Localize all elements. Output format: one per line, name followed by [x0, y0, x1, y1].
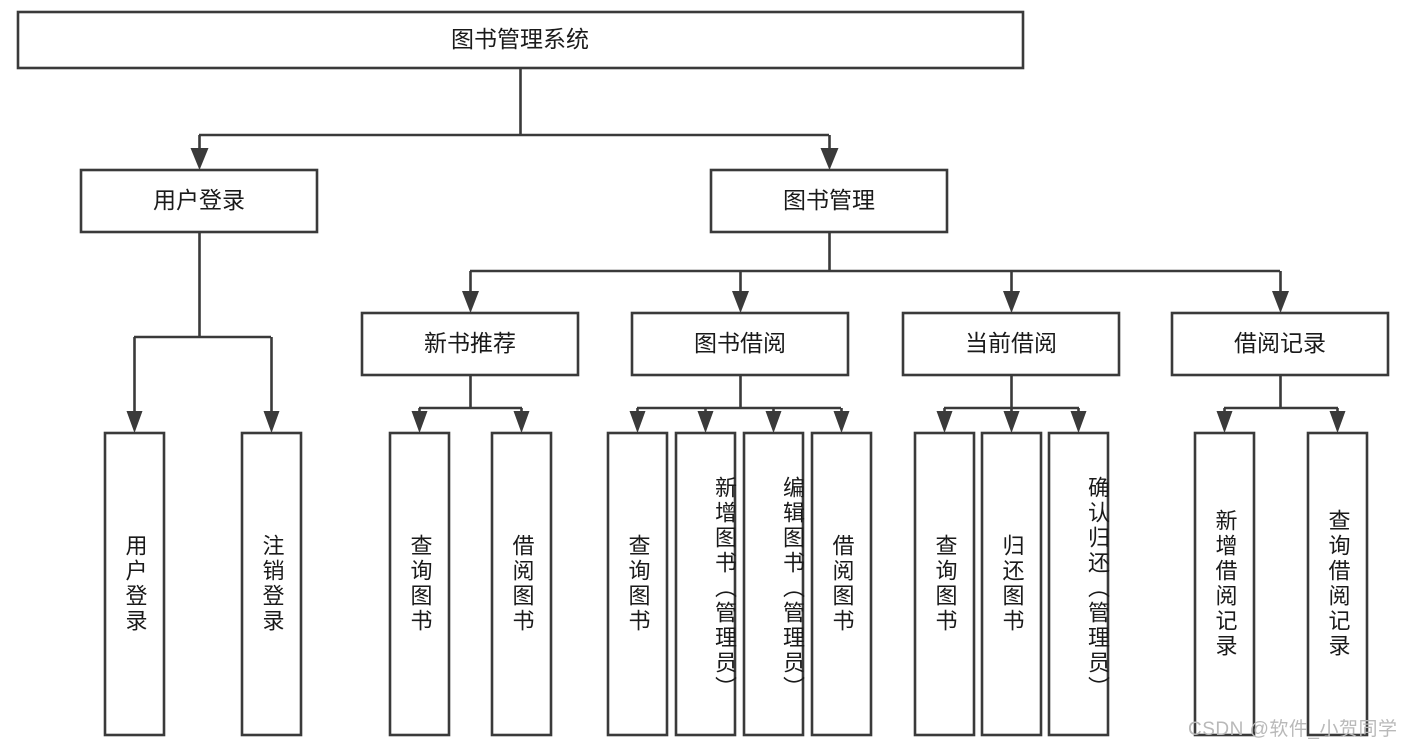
- node-new-book-recommend-label: 新书推荐: [424, 330, 516, 356]
- node-current-borrow-label: 当前借阅: [965, 330, 1057, 356]
- arrow-leaf-user-login-1: [126, 411, 143, 433]
- arrow-leaf-borrow-record-1: [1216, 411, 1233, 433]
- arrow-leaf-book-borrow-1: [629, 411, 646, 433]
- node-book-management-rect[interactable]: [709, 168, 949, 234]
- leaf-rect-current-borrow-1[interactable]: [913, 431, 976, 737]
- node-borrow-record-rect[interactable]: [1170, 311, 1390, 377]
- node-root[interactable]: 图书管理系统: [16, 10, 1025, 70]
- arrow-leaf-borrow-record-2: [1329, 411, 1346, 433]
- arrow-leaf-new-book-1: [411, 411, 428, 433]
- node-user-login[interactable]: 用户登录: [79, 168, 319, 234]
- node-user-login-label: 用户登录: [153, 187, 245, 213]
- leaf-rect-book-borrow-1[interactable]: [606, 431, 669, 737]
- node-book-borrow-rect[interactable]: [630, 311, 850, 377]
- node-root-rect[interactable]: [16, 10, 1025, 70]
- leaf-rect-current-borrow-3[interactable]: [1047, 431, 1110, 737]
- arrow-to-book-borrow: [732, 291, 749, 313]
- leaf-rect-borrow-record-1[interactable]: [1193, 431, 1256, 737]
- arrow-leaf-current-borrow-2: [1003, 411, 1020, 433]
- arrow-to-current-borrow: [1003, 291, 1020, 313]
- leaf-rect-current-borrow-2[interactable]: [980, 431, 1043, 737]
- node-book-management-label: 图书管理: [783, 187, 875, 213]
- arrow-leaf-new-book-2: [513, 411, 530, 433]
- leaf-rect-book-borrow-3[interactable]: [742, 431, 805, 737]
- node-borrow-record[interactable]: 借阅记录: [1170, 311, 1390, 377]
- arrow-to-book-mgmt: [820, 148, 839, 170]
- node-book-borrow[interactable]: 图书借阅: [630, 311, 850, 377]
- leaf-rect-book-borrow-2[interactable]: [674, 431, 737, 737]
- leaf-boxes: [103, 431, 1369, 737]
- node-current-borrow-rect[interactable]: [901, 311, 1121, 377]
- arrow-leaf-book-borrow-4: [833, 411, 850, 433]
- node-new-book-recommend[interactable]: 新书推荐: [360, 311, 580, 377]
- leaf-rect-new-book-1[interactable]: [388, 431, 451, 737]
- node-current-borrow[interactable]: 当前借阅: [901, 311, 1121, 377]
- arrow-leaf-current-borrow-3: [1070, 411, 1087, 433]
- node-root-label: 图书管理系统: [451, 26, 589, 52]
- arrow-leaf-user-login-2: [263, 411, 280, 433]
- node-book-management[interactable]: 图书管理: [709, 168, 949, 234]
- leaf-rect-borrow-record-2[interactable]: [1306, 431, 1369, 737]
- arrow-leaf-book-borrow-3: [765, 411, 782, 433]
- arrow-to-user-login: [190, 148, 209, 170]
- node-book-borrow-label: 图书借阅: [694, 330, 786, 356]
- arrow-to-new-book: [462, 291, 479, 313]
- leaf-rect-user-login-1[interactable]: [103, 431, 166, 737]
- watermark-text: CSDN @软件_小贺同学: [1188, 719, 1398, 740]
- leaf-rect-new-book-2[interactable]: [490, 431, 553, 737]
- arrow-leaf-current-borrow-1: [936, 411, 953, 433]
- node-borrow-record-label: 借阅记录: [1234, 330, 1326, 356]
- leaf-rect-user-login-2[interactable]: [240, 431, 303, 737]
- connectors: [126, 68, 1346, 433]
- arrow-leaf-book-borrow-2: [697, 411, 714, 433]
- arrow-to-borrow-record: [1272, 291, 1289, 313]
- node-new-book-recommend-rect[interactable]: [360, 311, 580, 377]
- node-user-login-rect[interactable]: [79, 168, 319, 234]
- leaf-rect-book-borrow-4[interactable]: [810, 431, 873, 737]
